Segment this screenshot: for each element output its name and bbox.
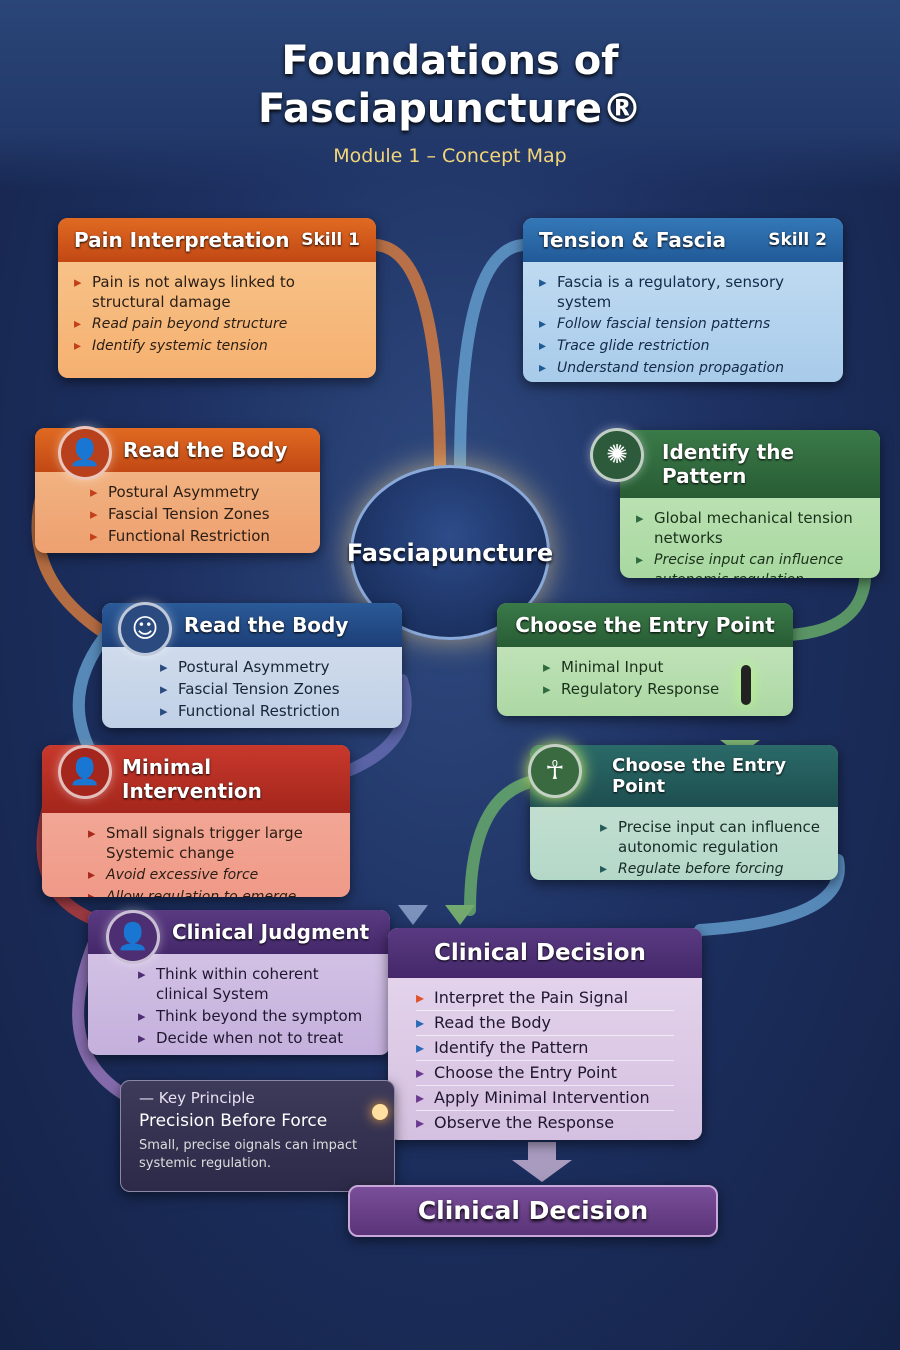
glowing-body-icon: ☥ [528, 744, 582, 798]
person-thinking-icon: 👤 [106, 910, 160, 964]
list-item: Functional Restriction [90, 526, 304, 546]
list-item: Avoid excessive force [88, 865, 334, 885]
list-item: Postural Asymmetry [160, 657, 386, 677]
list-item: Trace glide restriction [539, 336, 827, 356]
list-item: Think beyond the symptom [138, 1006, 374, 1026]
entry-point-card-green: Choose the Entry Point Minimal InputRegu… [497, 603, 793, 716]
list-item: Choose the Entry Point [416, 1063, 674, 1086]
card-title: Minimal Intervention [122, 755, 262, 803]
network-icon: ✺ [590, 428, 644, 482]
list-item: Fascial Tension Zones [160, 679, 386, 699]
card-title: Choose the Entry Point [612, 755, 787, 797]
identify-pattern-card: Identify the Pattern Global mechanical t… [620, 430, 880, 578]
list-item: Global mechanical tension networks [636, 508, 864, 548]
subtitle: Module 1 – Concept Map [333, 145, 567, 167]
list-item: Regulatory Response [543, 679, 777, 699]
tension-fascia-card: Tension & Fascia Skill 2 Fascia is a regu… [523, 218, 843, 382]
list-item: Allow regulation to emerge [88, 887, 334, 897]
final-decision-banner: Clinical Decision [348, 1185, 718, 1237]
key-principle-card: — Key Principle Precision Before Force S… [120, 1080, 395, 1192]
arrow-final-head [512, 1160, 572, 1182]
card-title: Read the Body [123, 438, 288, 462]
list-item: Small signals trigger large Systemic cha… [88, 823, 334, 863]
skill-label: Skill 1 [301, 230, 360, 250]
list-item: Fascial Tension Zones [90, 504, 304, 524]
connector-tension [454, 239, 529, 476]
list-item: Precise input can influence autonomic re… [600, 817, 822, 857]
card-title: Clinical Judgment [172, 920, 370, 944]
card-title: Identify the Pattern [662, 440, 795, 488]
arrow-to-decision [445, 905, 475, 925]
list-item: Minimal Input [543, 657, 777, 677]
list-item: Postural Asymmetry [90, 482, 304, 502]
list-item: Identify the Pattern [416, 1038, 674, 1061]
person-touch-icon: 👤 [58, 745, 112, 799]
list-item: Functional Restriction [160, 701, 386, 721]
list-item: Understand tension propagation [539, 358, 827, 378]
connector-entry2b [694, 854, 845, 936]
glow-dot-icon [372, 1104, 388, 1120]
list-item: Observe the Response [416, 1113, 674, 1133]
card-title: Tension & Fascia [539, 228, 726, 252]
clinical-judgment-card: Clinical Judgment Think within coherent … [88, 910, 390, 1055]
clinical-decision-card: Clinical Decision Interpret the Pain Sig… [388, 928, 702, 1140]
principle-text: Small, precise oignals can impact system… [139, 1138, 358, 1171]
pain-interpretation-card: Pain Interpretation Skill 1 Pain is not a… [58, 218, 376, 378]
header-band [0, 0, 900, 190]
list-item: Apply Minimal Intervention [416, 1088, 674, 1111]
head-profile-icon: ☺ [118, 602, 172, 656]
divider-dash: — [139, 1089, 159, 1107]
list-item: Interpret the Pain Signal [416, 988, 674, 1011]
needle-icon [741, 665, 751, 705]
connector-judgment [72, 934, 131, 1101]
entry-point-card-teal: Choose the Entry Point Precise input can… [530, 745, 838, 880]
list-item: Identify systemic tension [74, 336, 360, 356]
card-title: Read the Body [184, 613, 349, 637]
card-title: Choose the Entry Point [515, 613, 775, 637]
list-item: Think within coherent clinical System [138, 964, 374, 1004]
list-item: Regulate before forcing [600, 859, 822, 879]
arrow-final-shaft [528, 1142, 556, 1162]
list-item: Follow fascial tension patterns [539, 314, 827, 334]
read-body-card-blue: Read the Body Postural AsymmetryFascial … [102, 603, 402, 728]
connector-read2 [72, 624, 116, 756]
person-icon: 👤 [58, 426, 112, 480]
list-item: Fascia is a regulatory, sensory system [539, 272, 827, 312]
connector-pain [370, 239, 446, 476]
list-item: Precise input can influence autonomic re… [636, 550, 864, 578]
card-title: Pain Interpretation [74, 228, 290, 252]
title-line2: Fasciapuncture® [258, 86, 642, 132]
list-item: Decide when not to treat [138, 1028, 374, 1048]
list-item: Read pain beyond structure [74, 314, 360, 334]
list-item: Read the Body [416, 1013, 674, 1036]
principle-title: Precision Before Force [139, 1111, 328, 1131]
principle-label: Key Principle [158, 1089, 255, 1107]
connector-read2-center [344, 674, 412, 776]
list-item: Pain is not always linked to structural … [74, 272, 360, 312]
title-line1: Foundations of [281, 38, 619, 84]
skill-label: Skill 2 [768, 230, 827, 250]
card-title: Clinical Decision [434, 940, 646, 966]
connector-pattern [784, 574, 871, 641]
connector-entry2 [464, 774, 546, 916]
arrow-to-decision-2 [398, 905, 428, 925]
